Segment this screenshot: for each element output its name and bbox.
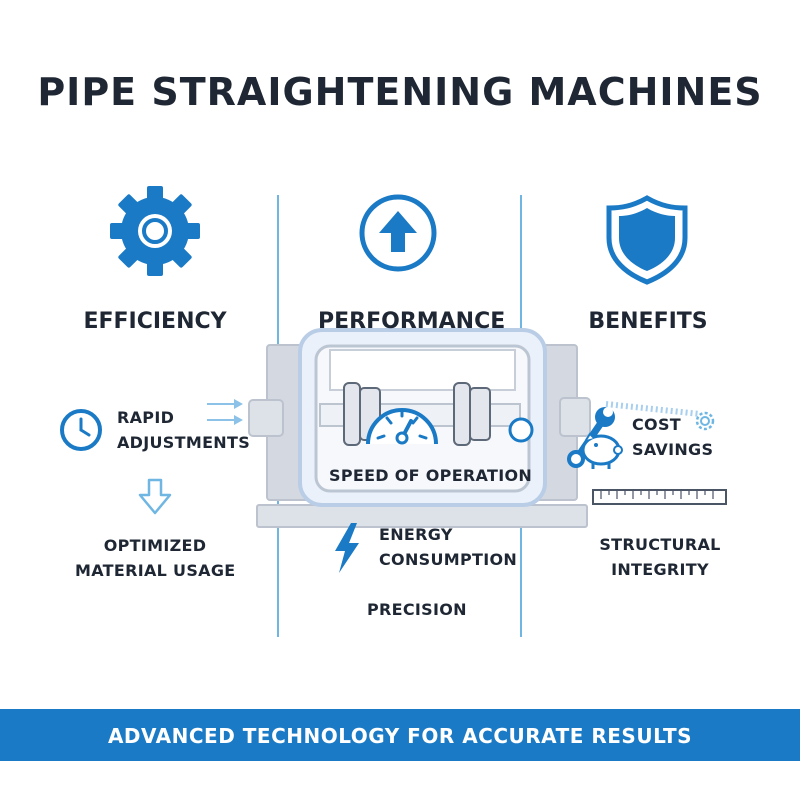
wrench-piggy-bank-icon bbox=[567, 401, 701, 469]
speed-of-operation-label: SPEED OF OPERATION bbox=[329, 466, 533, 485]
cost-savings-line1: COST bbox=[632, 415, 681, 434]
heading-performance: PERFORMANCE bbox=[318, 309, 506, 334]
ruler-icon bbox=[592, 489, 727, 505]
footer-banner: ADVANCED TECHNOLOGY FOR ACCURATE RESULTS bbox=[0, 709, 800, 761]
clock-icon bbox=[60, 409, 102, 451]
energy-consumption-line1: ENERGY bbox=[379, 525, 453, 544]
rapid-adjustments-line2: ADJUSTMENTS bbox=[117, 433, 251, 452]
speedometer-icon bbox=[366, 408, 438, 445]
optimized-material-line1: OPTIMIZED bbox=[103, 536, 207, 555]
energy-consumption-line2: CONSUMPTION bbox=[379, 550, 518, 569]
cost-savings-line2: SAVINGS bbox=[632, 440, 714, 459]
small-gear-icon bbox=[695, 411, 715, 431]
lightning-icon bbox=[335, 523, 359, 573]
arrow-up-circle-icon bbox=[359, 194, 437, 272]
structural-integrity-line2: INTEGRITY bbox=[611, 560, 709, 579]
precision-label: PRECISION bbox=[367, 600, 467, 619]
heading-benefits: BENEFITS bbox=[588, 309, 708, 334]
page-title: PIPE STRAIGHTENING MACHINES bbox=[37, 70, 763, 114]
heading-efficiency: EFFICIENCY bbox=[83, 309, 227, 334]
straightening-machine-illustration bbox=[207, 328, 591, 528]
arrow-down-icon bbox=[138, 478, 172, 515]
gear-icon bbox=[110, 186, 200, 276]
rapid-adjustments-line1: RAPID bbox=[117, 408, 175, 427]
shield-icon bbox=[606, 195, 688, 285]
optimized-material-line2: MATERIAL USAGE bbox=[75, 561, 236, 580]
footer-text: ADVANCED TECHNOLOGY FOR ACCURATE RESULTS bbox=[107, 724, 693, 748]
structural-integrity-line1: STRUCTURAL bbox=[599, 535, 721, 554]
